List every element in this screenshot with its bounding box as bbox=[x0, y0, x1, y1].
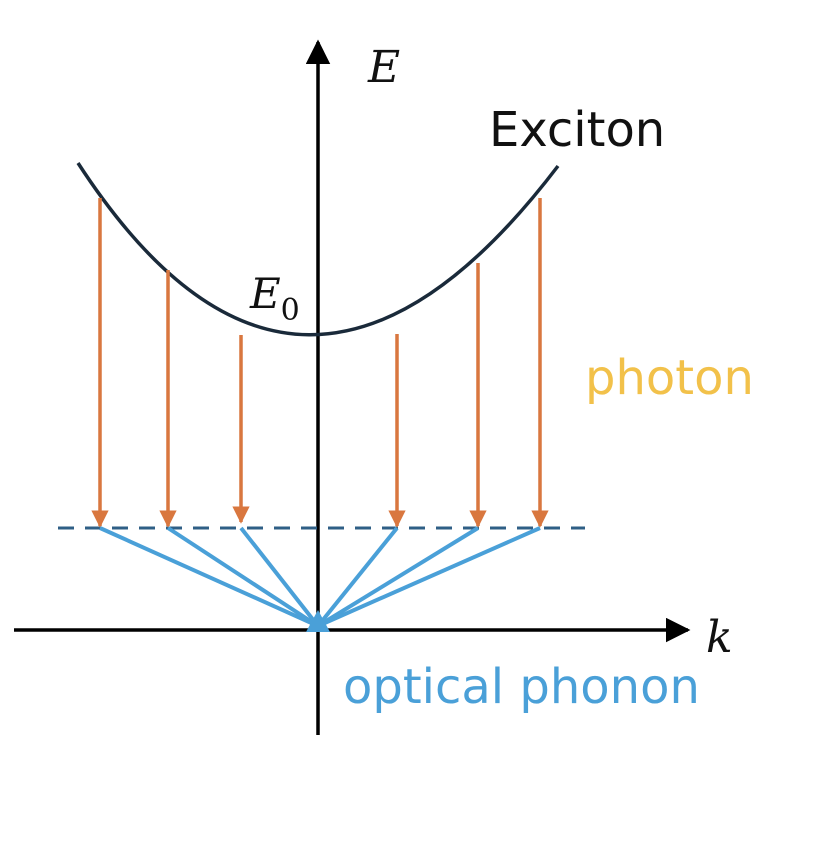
phonon-origin-marker bbox=[306, 610, 330, 632]
phonon-line bbox=[316, 526, 480, 628]
photon-label: photon bbox=[585, 350, 754, 406]
exciton-label: Exciton bbox=[489, 102, 665, 158]
optical-phonon-lines bbox=[99, 526, 541, 632]
x-axis-label: k bbox=[706, 612, 733, 663]
photon-arrows bbox=[91, 198, 549, 528]
exciton-curve bbox=[76, 162, 560, 337]
y-axis-label: E bbox=[367, 42, 400, 93]
phonon-line bbox=[239, 526, 320, 628]
phonon-line bbox=[316, 526, 399, 628]
optical-phonon-label: optical phonon bbox=[343, 659, 700, 715]
phonon-line bbox=[99, 526, 319, 628]
phonon-line bbox=[166, 526, 320, 628]
phonon-line bbox=[317, 526, 541, 628]
e0-label: E0 bbox=[249, 269, 300, 328]
e0-label-subscript: 0 bbox=[281, 293, 300, 328]
e0-label-base: E bbox=[249, 269, 281, 318]
